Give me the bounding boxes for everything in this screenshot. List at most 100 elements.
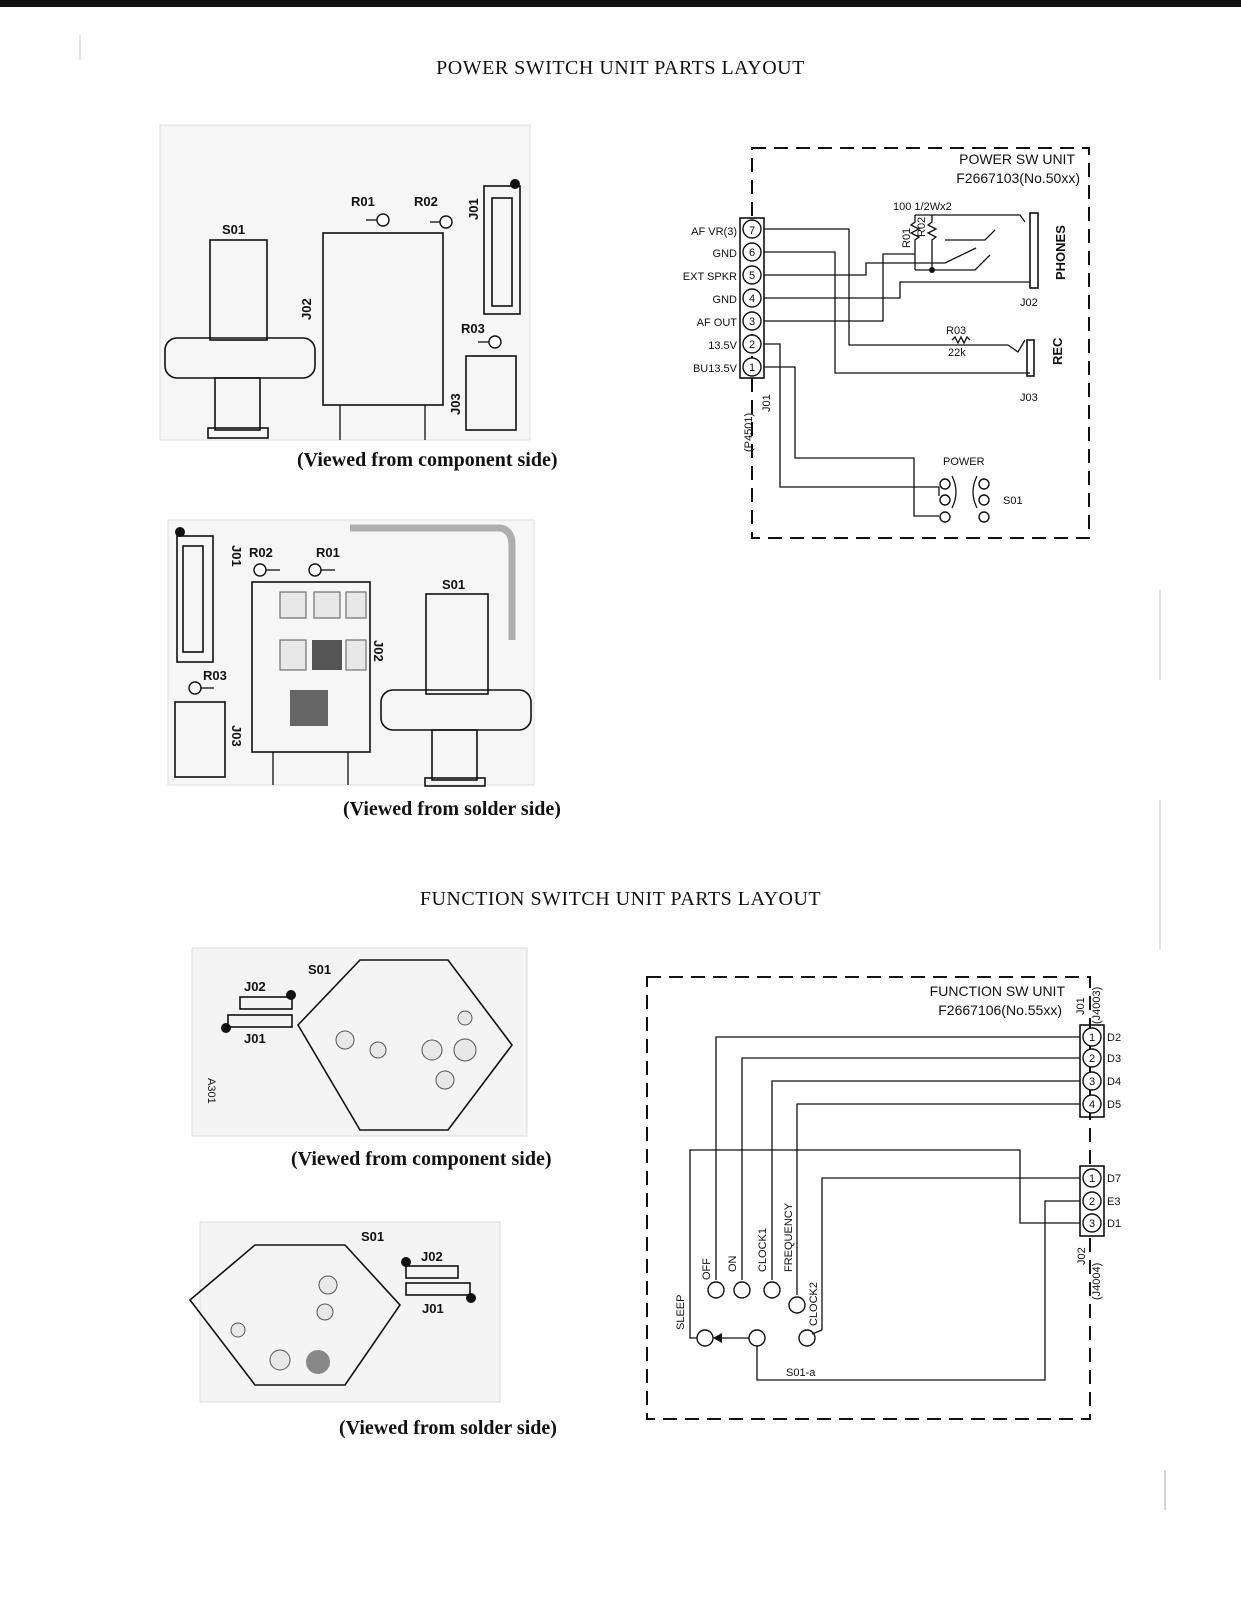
j02-pin-2: 2 E3 [1082,1191,1120,1211]
r02-label: R02 [249,545,273,560]
resistor-spec: 100 1/2Wx2 [893,201,952,213]
pin-1-label: BU13.5V [693,363,738,375]
svg-text:2: 2 [1089,1053,1095,1065]
j01-pin1-dot [175,527,185,537]
clock1-contact [763,1281,781,1299]
svg-text:D1: D1 [1107,1218,1121,1230]
board-outline [191,947,528,1137]
j02-ref: J02 [1076,1247,1088,1265]
s01-base [424,777,486,787]
j02-pin1-dot [286,990,296,1000]
s01-label: S01 [222,222,245,237]
pin-6-label: GND [713,248,738,260]
j02-label: J02 [371,640,386,662]
r01-pad [308,563,322,577]
r03-label: R03 [461,321,485,336]
s01-shaft [431,729,478,781]
j01-slot [491,197,513,307]
svg-text:6: 6 [749,247,755,259]
j02-body [322,232,444,406]
j01-body [405,1282,471,1296]
power-solder-caption: (Viewed from solder side) [343,798,561,820]
svg-text:E3: E3 [1107,1196,1120,1208]
sleep-label: SLEEP [675,1295,687,1330]
s01-shaft [214,377,261,431]
s01-body [425,593,489,695]
svg-text:2: 2 [749,339,755,351]
off-label: OFF [701,1258,713,1280]
function-component-board: S01 J02 J01 A301 [191,947,528,1137]
svg-text:4: 4 [749,293,755,305]
j01-label: J01 [422,1301,444,1316]
j01-pin-2: 2 D3 [1082,1048,1121,1068]
j01-pin1-dot [510,179,520,189]
j02-body [239,996,293,1010]
r01-pad [376,213,390,227]
pin-7-label: AF VR(3) [691,226,737,238]
svg-text:4: 4 [1089,1099,1095,1111]
j01-alt-ref: (P4501) [743,413,755,452]
svg-text:D5: D5 [1107,1099,1121,1111]
svg-text:1: 1 [749,362,755,374]
pin-4: 4 GND [713,288,762,308]
j01-body [227,1014,293,1028]
j03-body [465,355,517,431]
j02-body [405,1265,459,1279]
j01-alt-ref: (J4003) [1091,987,1103,1024]
function-solder-board: S01 J02 J01 [188,1221,501,1403]
j02-alt-ref: (J4004) [1091,1263,1103,1300]
j03-label: J03 [1020,392,1038,404]
power-sw-schematic: POWER SW UNIT F2667103(No.50xx) 7 AF VR(… [683,147,1090,539]
j01-label: J01 [244,1031,266,1046]
j01-label: J01 [466,198,481,220]
s01-label: S01 [1003,495,1023,507]
board-label: A301 [205,1078,217,1104]
pin-5: 5 EXT SPKR [683,265,762,285]
j02-body [251,581,371,753]
j02-pin1-dot [401,1257,411,1267]
j01-ref: J01 [1075,997,1087,1015]
power-component-caption: (Viewed from component side) [297,449,558,471]
off-contact [707,1281,725,1299]
svg-text:D4: D4 [1107,1076,1121,1088]
svg-text:D2: D2 [1107,1032,1121,1044]
svg-text:5: 5 [749,270,755,282]
j01-slot [182,545,204,653]
power-component-board: S01 R01 R02 J02 J01 R03 J03 [159,124,531,441]
svg-text:3: 3 [749,316,755,328]
power-switch-title: POWER SWITCH UNIT PARTS LAYOUT [436,57,805,79]
svg-text:D3: D3 [1107,1053,1121,1065]
r03-label: R03 [203,668,227,683]
j02-label: J02 [299,298,314,320]
j01-body [176,535,214,663]
clock2-label: CLOCK2 [808,1282,820,1326]
r02-label: R02 [414,194,438,209]
j02-pin-3: 3 D1 [1082,1213,1121,1233]
frequency-label: FREQUENCY [783,1202,795,1272]
j01-pin1-dot [221,1023,231,1033]
function-sw-schematic: FUNCTION SW UNIT F2667106(No.55xx) J01 (… [646,976,1121,1420]
s01-label: S01 [308,962,331,977]
j01-body [483,185,521,315]
r03-pad [188,681,202,695]
pin-2-label: 13.5V [708,340,737,352]
unit-code: F2667106(No.55xx) [938,1002,1062,1018]
on-contact [733,1281,751,1299]
power-label: POWER [943,456,985,468]
function-switch-title: FUNCTION SWITCH UNIT PARTS LAYOUT [419,888,822,910]
j03-body [174,701,226,778]
j03-label: J03 [448,393,463,415]
svg-text:2: 2 [1089,1196,1095,1208]
clock2-contact [798,1329,816,1347]
j01-pin-3: 3 D4 [1082,1071,1121,1091]
unit-name: POWER SW UNIT [959,151,1075,167]
j01-label: J01 [229,545,244,567]
j02-label: J02 [244,979,266,994]
sleep-contact [696,1329,714,1347]
r01-label: R01 [351,194,375,209]
svg-text:3: 3 [1089,1076,1095,1088]
r01-label: R01 [901,228,913,248]
s01-base [207,427,269,439]
board-outline [199,1221,501,1403]
j02-pin-1: 1 D7 [1082,1168,1121,1188]
